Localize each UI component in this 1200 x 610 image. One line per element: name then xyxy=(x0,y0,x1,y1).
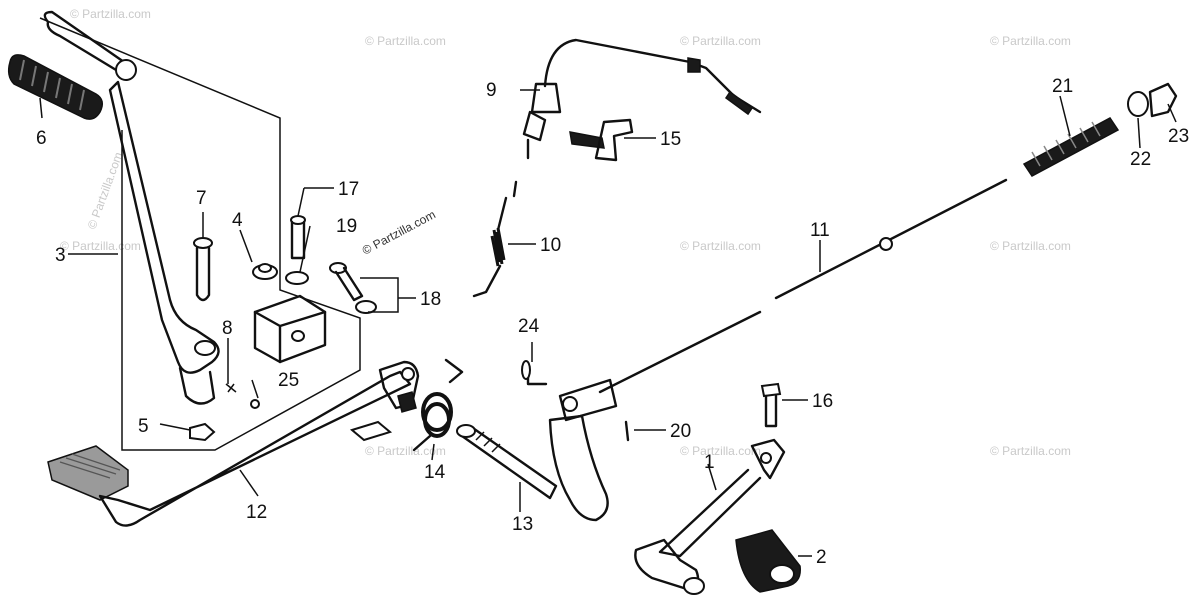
callout-4: 4 xyxy=(232,210,243,231)
brake-shaft-arm xyxy=(456,378,618,522)
callout-3: 3 xyxy=(55,245,66,266)
rod-adjuster xyxy=(1022,82,1178,177)
callout-9: 9 xyxy=(486,80,497,101)
callout-5: 5 xyxy=(138,416,149,437)
watermark: © Partzilla.com xyxy=(365,34,446,48)
clamp-block xyxy=(253,294,327,364)
callout-17: 17 xyxy=(338,179,359,200)
callout-18: 18 xyxy=(420,289,441,310)
watermark: © Partzilla.com xyxy=(990,239,1071,253)
shift-lever xyxy=(634,438,786,595)
callout-22: 22 xyxy=(1130,149,1151,170)
callout-20: 20 xyxy=(670,421,691,442)
watermarks: © Partzilla.com © Partzilla.com © Partzi… xyxy=(60,7,1071,458)
watermark: © Partzilla.com xyxy=(680,444,761,458)
switch-spring xyxy=(472,180,518,298)
watermark: © Partzilla.com xyxy=(680,34,761,48)
callout-15: 15 xyxy=(660,129,681,150)
brake-pedal xyxy=(47,360,420,527)
callout-11: 11 xyxy=(810,220,830,241)
callout-2: 2 xyxy=(816,547,827,568)
callout-6: 6 xyxy=(36,128,47,149)
callout-14: 14 xyxy=(424,462,446,483)
watermark: © Partzilla.com xyxy=(360,207,438,257)
callout-16: 16 xyxy=(812,391,833,412)
callout-12: 12 xyxy=(246,502,267,523)
bolt-and-washers xyxy=(252,215,309,285)
cotter-pin xyxy=(624,420,630,442)
watermark: © Partzilla.com xyxy=(70,7,151,21)
shift-rubber xyxy=(735,529,801,593)
watermark: © Partzilla.com xyxy=(365,444,446,458)
return-spring xyxy=(412,358,464,452)
grip-rubber xyxy=(7,54,103,120)
callout-23: 23 xyxy=(1168,126,1189,147)
leader-lines xyxy=(39,89,1177,557)
pedal-plate xyxy=(349,420,393,442)
callout-7: 7 xyxy=(196,188,207,209)
brake-switch xyxy=(522,38,762,160)
callout-10: 10 xyxy=(540,235,561,256)
callout-24: 24 xyxy=(518,316,540,337)
kick-lever-arm xyxy=(43,10,220,405)
bolt-16 xyxy=(760,382,782,428)
watermark: © Partzilla.com xyxy=(680,239,761,253)
assembly-outline xyxy=(39,17,361,451)
callout-8: 8 xyxy=(222,318,233,339)
watermark: © Partzilla.com xyxy=(85,150,126,231)
callout-1: 1 xyxy=(704,452,715,473)
watermark: © Partzilla.com xyxy=(990,34,1071,48)
bolt-18 xyxy=(329,262,377,314)
watermark: © Partzilla.com xyxy=(60,239,141,253)
watermark: © Partzilla.com xyxy=(990,444,1071,458)
bolt-24 xyxy=(521,360,548,386)
callout-13: 13 xyxy=(512,514,533,535)
brake-rod xyxy=(598,178,1008,394)
small-parts xyxy=(189,383,260,442)
pivot-pin xyxy=(193,237,213,302)
switch-bracket xyxy=(569,118,634,162)
callout-21: 21 xyxy=(1052,76,1073,97)
callout-25: 25 xyxy=(278,370,299,391)
callout-labels: 1 2 3 4 5 6 7 8 9 10 11 12 13 14 15 16 1… xyxy=(36,76,1189,568)
callout-19: 19 xyxy=(336,216,357,237)
